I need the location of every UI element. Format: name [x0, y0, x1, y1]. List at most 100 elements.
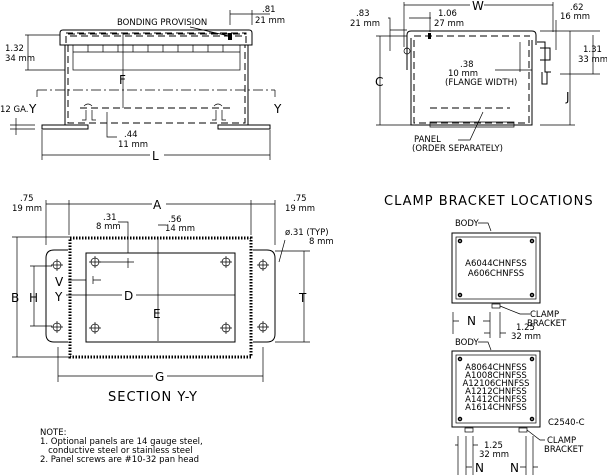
label-a: A [153, 198, 162, 212]
dim-075-left-mm: 19 mm [12, 204, 42, 214]
dim-075-right-mm: 19 mm [285, 204, 315, 214]
body-leader-1 [478, 222, 492, 232]
clamp-bracket-2a [464, 427, 474, 433]
dim-b-line [12, 236, 70, 358]
dim-062-mm: 16 mm [560, 12, 590, 22]
dim-081-in: .81 [262, 5, 276, 15]
label-c: C [375, 75, 383, 89]
panel-note: (ORDER SEPARATELY) [412, 144, 503, 154]
clamp-bracket-1 [491, 303, 501, 309]
front-view: F L 1.32 34 mm BONDING PROVISION .81 21 … [0, 5, 285, 163]
lid-dash-2 [65, 32, 247, 35]
dim-038-line [495, 42, 532, 72]
clamp-title: CLAMP BRACKET LOCATIONS [384, 194, 594, 209]
flange-width-label: (FLANGE WIDTH) [445, 78, 517, 88]
dim-044-line [106, 112, 117, 138]
flange-left [45, 249, 68, 343]
label-l: L [152, 149, 159, 163]
dim-j-line [540, 30, 600, 126]
dim-056-in: .56 [168, 215, 182, 225]
dim-131-mm: 33 mm [578, 55, 607, 65]
label-n2b: N [510, 461, 519, 475]
label-n1: N [467, 314, 476, 328]
body-leader-2 [478, 341, 492, 351]
model-2: A1614CHNFSS [465, 403, 527, 413]
section-y-left: Y [28, 102, 37, 116]
dim-t-line [275, 250, 310, 343]
gasket-segments [73, 45, 240, 53]
body-label-2: BODY [455, 338, 479, 348]
enclosure-wall [68, 236, 253, 359]
gasket-strip [72, 44, 241, 71]
notes-heading: NOTE: [40, 428, 66, 438]
bonding-provision-label: BONDING PROVISION [117, 18, 207, 28]
dim-131-line [560, 35, 600, 75]
dim-075-right-in: .75 [293, 194, 307, 204]
dim-083-line [388, 17, 407, 51]
model-2: A1212CHNFSS [465, 387, 527, 397]
note-line: 1. Optional panels are 14 gauge steel, [40, 437, 203, 447]
dim-044-in: .44 [124, 130, 138, 140]
dim-031-in: .31 [103, 213, 117, 223]
lid-profile [406, 30, 537, 70]
bonding-leader [189, 26, 230, 37]
panel-leader [458, 111, 484, 141]
hole-dim-mm: 8 mm [309, 237, 334, 247]
dim-131-in: 1.31 [583, 45, 602, 55]
dim-081-line [229, 10, 270, 25]
lid-outline [59, 29, 253, 46]
dim-132-mm: 34 mm [5, 54, 35, 64]
note-line: 2. Panel screws are #10-32 pan head [40, 455, 199, 465]
body-profile [410, 38, 533, 126]
bracket-leader-2 [526, 429, 545, 441]
label-b: B [11, 291, 19, 305]
label-w: W [472, 0, 484, 13]
label-j: J [565, 90, 570, 104]
dim-n1-line [452, 312, 506, 338]
label-v: V [55, 275, 64, 289]
dim-083-mm: 21 mm [350, 19, 380, 29]
model-2: A8064CHNFSS [465, 363, 527, 373]
mounting-flanges [41, 124, 271, 130]
body-walls [64, 45, 249, 125]
bracket-label-1a: CLAMP [530, 310, 559, 320]
dim-106-line [409, 12, 431, 32]
dim-083-in: .83 [356, 9, 370, 19]
dim-075-left-in: .75 [20, 194, 34, 204]
bracket-label-2a: CLAMP [547, 436, 576, 446]
dim1-mm: 32 mm [511, 332, 541, 342]
model-2: A1008CHNFSS [465, 371, 527, 381]
clamp-bracket-locations: CLAMP BRACKET LOCATIONS BODY A6044CHNFSS… [384, 194, 594, 475]
dim-132-line [25, 34, 65, 71]
label-f: F [119, 73, 126, 87]
dim2-mm: 32 mm [479, 450, 509, 460]
corner-holes-2 [457, 356, 535, 422]
dim1-in: 1.25 [516, 323, 535, 333]
model-2: A1412CHNFSS [465, 395, 527, 405]
hole-dim-in: ø.31 (TYP) [285, 228, 329, 238]
body-label-1: BODY [455, 219, 479, 229]
panel-label: PANEL [414, 135, 441, 145]
corner-holes-1 [457, 238, 535, 298]
dim-044-mm: 11 mm [118, 140, 148, 150]
dim-gauge-line [10, 118, 35, 135]
note-line: conductive steel or stainless steel [40, 446, 193, 456]
dim-038-mm: 10 mm [448, 69, 478, 79]
label-e: E [153, 307, 161, 321]
dim-056-mm: 14 mm [165, 224, 195, 234]
bonding-stud-side [428, 33, 431, 39]
label-d: D [124, 289, 133, 303]
panel-screws [82, 103, 226, 121]
dim-081-mm: 21 mm [255, 16, 285, 26]
dim2-in: 1.25 [484, 441, 503, 451]
mounting-holes [51, 256, 269, 334]
label-t: T [298, 291, 307, 305]
label-h: H [29, 291, 38, 305]
section-arrows [36, 90, 276, 97]
bracket-label-2b: BRACKET [544, 445, 584, 455]
clamp-bracket-profile [537, 41, 551, 85]
model-1: A606CHNFSS [468, 269, 524, 279]
hinge-icon [403, 47, 411, 55]
